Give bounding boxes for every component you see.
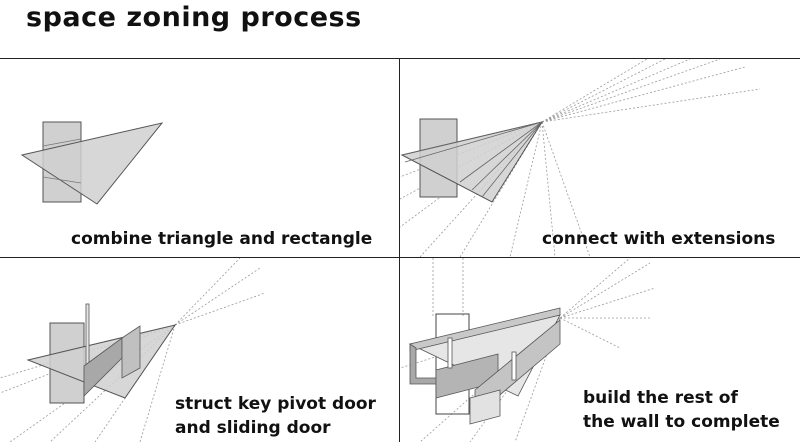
caption-doors: struct key pivot door and sliding door	[175, 394, 376, 438]
caption-complete: build the rest of the wall to complete	[583, 388, 780, 432]
panel-combine: combine triangle and rectangle	[0, 59, 399, 257]
combine-diagram	[20, 121, 164, 205]
page-title: space zoning process	[26, 2, 362, 33]
panel-doors: struct key pivot door and sliding door	[0, 258, 399, 442]
door-post	[447, 337, 453, 369]
panel-complete: build the rest of the wall to complete	[400, 258, 800, 442]
vertical-divider	[399, 58, 400, 442]
door-post-2	[511, 351, 517, 381]
extensions-diagram	[400, 59, 761, 257]
doors-diagram	[0, 258, 266, 442]
pivot-door-post	[85, 303, 90, 367]
sliding-door-panel	[121, 325, 141, 379]
caption-combine: combine triangle and rectangle	[71, 229, 373, 249]
panel-extensions: connect with extensions	[400, 59, 800, 257]
complete-diagram	[400, 258, 656, 442]
caption-extensions: connect with extensions	[542, 229, 776, 249]
horizontal-divider-middle	[0, 257, 800, 258]
horizontal-divider-top	[0, 58, 800, 59]
front-wall	[469, 389, 501, 425]
